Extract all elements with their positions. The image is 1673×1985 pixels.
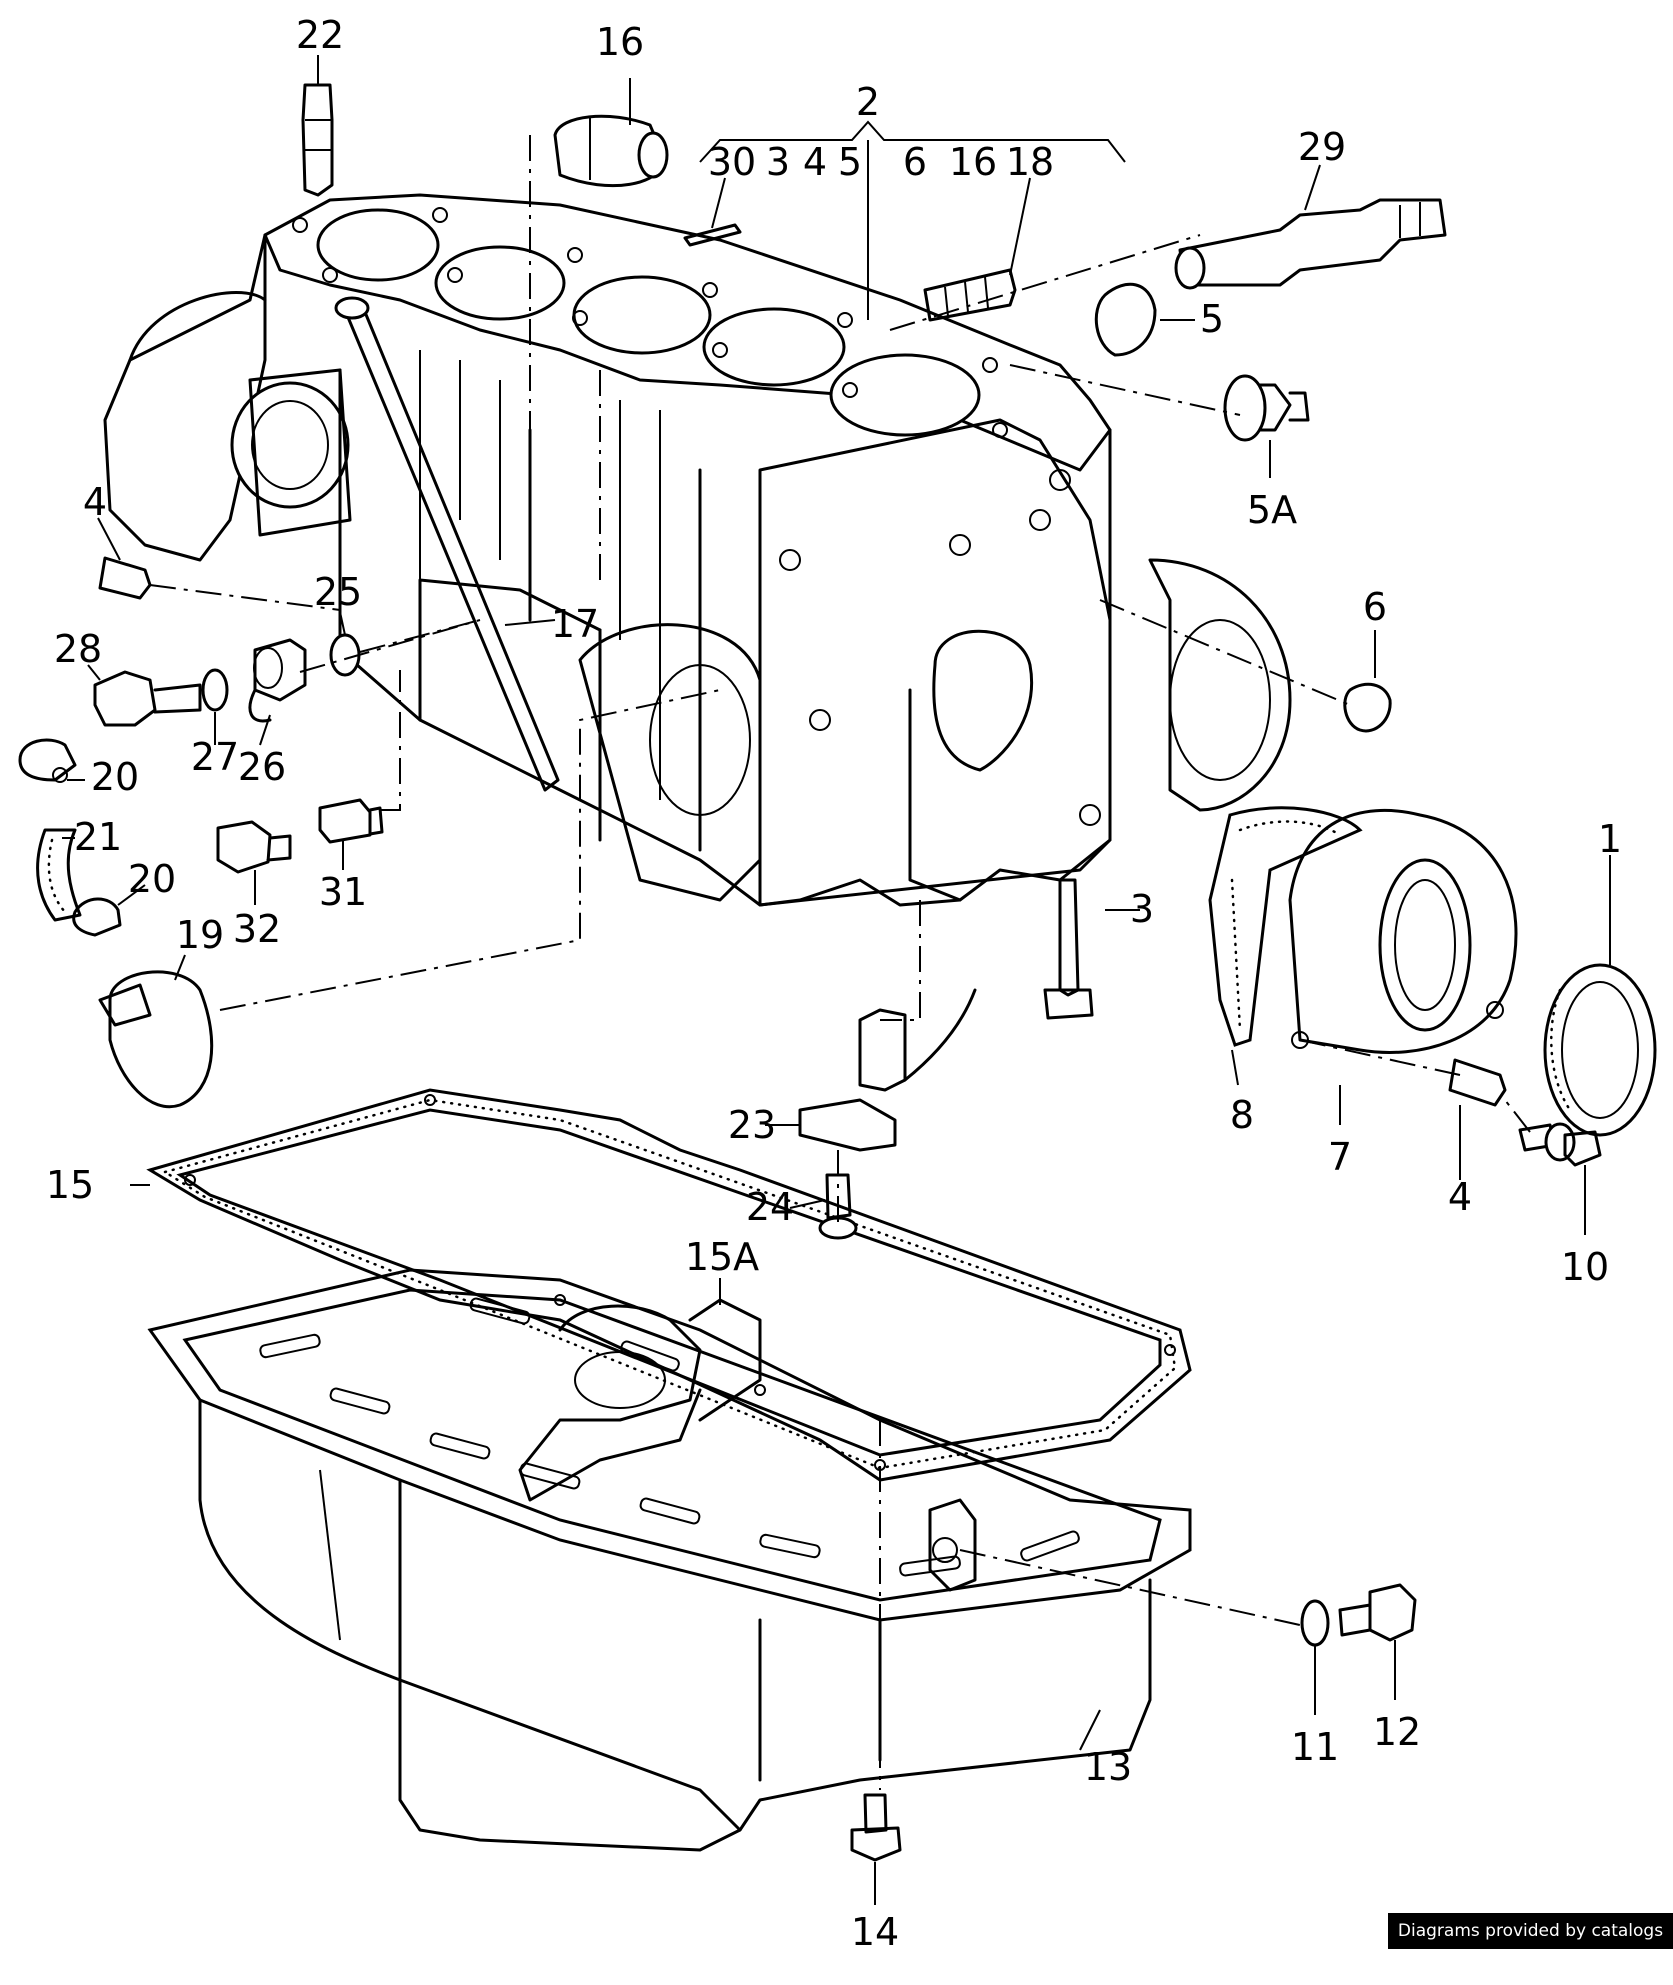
- callout-24: 24: [746, 1185, 794, 1229]
- callout-3-bracket: 3: [766, 140, 790, 184]
- callout-15A: 15A: [685, 1235, 759, 1279]
- callout-6: 6: [1363, 585, 1387, 629]
- callout-13: 13: [1084, 1745, 1132, 1789]
- callout-2: 2: [856, 80, 880, 124]
- callout-21: 21: [74, 815, 122, 859]
- callout-10: 10: [1561, 1245, 1609, 1289]
- callout-8: 8: [1230, 1093, 1254, 1137]
- callout-16-bracket: 16: [949, 140, 997, 184]
- callout-29: 29: [1298, 125, 1346, 169]
- callout-6-bracket: 6: [903, 140, 927, 184]
- callout-15: 15: [46, 1163, 94, 1207]
- callout-26: 26: [238, 745, 286, 789]
- callout-4-bracket: 4: [803, 140, 827, 184]
- callout-5: 5: [1200, 297, 1224, 341]
- callout-7: 7: [1328, 1135, 1352, 1179]
- callout-28: 28: [54, 627, 102, 671]
- callout-3-bolt: 3: [1130, 887, 1154, 931]
- callout-27: 27: [191, 735, 239, 779]
- callout-11: 11: [1291, 1725, 1339, 1769]
- credit-text: Diagrams provided by catalogs parts: [1397, 1921, 1664, 1977]
- callout-20-bottom: 20: [128, 857, 176, 901]
- callout-labels: 1 2 3 3 4 4 4 5 5 5A 6 6 7 8 10 11 12 13…: [46, 13, 1622, 1949]
- credit-banner: [1388, 1913, 1673, 1949]
- callout-5-bracket: 5: [838, 140, 862, 184]
- callout-30: 30: [708, 140, 756, 184]
- loose-parts: [18, 83, 1657, 1862]
- callout-17: 17: [551, 602, 599, 646]
- callout-31: 31: [319, 870, 367, 914]
- oil-pan: [147, 1268, 1192, 1852]
- callout-22: 22: [296, 13, 344, 57]
- engine-block: [103, 193, 1292, 907]
- callout-25: 25: [314, 570, 362, 614]
- callout-20-top: 20: [91, 755, 139, 799]
- callout-32: 32: [233, 907, 281, 951]
- callout-1: 1: [1598, 817, 1622, 861]
- callout-4-left: 4: [83, 480, 107, 524]
- callout-23: 23: [728, 1103, 776, 1147]
- callout-14: 14: [851, 1910, 899, 1949]
- callout-16: 16: [596, 20, 644, 64]
- callout-19: 19: [176, 913, 224, 957]
- callout-5A: 5A: [1247, 488, 1297, 532]
- leader-lines: [62, 55, 1611, 1905]
- callout-18: 18: [1006, 140, 1054, 184]
- callout-12: 12: [1373, 1710, 1421, 1754]
- callout-4-right: 4: [1448, 1175, 1472, 1219]
- oil-pan-gasket: [146, 1088, 1192, 1482]
